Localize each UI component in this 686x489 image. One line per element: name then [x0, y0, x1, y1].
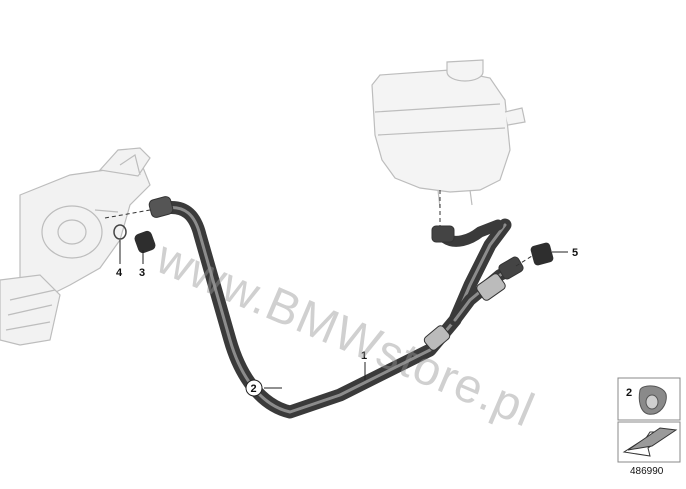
callout-3: 3 — [139, 267, 145, 279]
legend-clamp-label: 2 — [626, 387, 632, 399]
engine-block — [0, 147, 151, 346]
clamp-icon — [638, 385, 667, 415]
callout-2: 2 — [251, 383, 257, 395]
arrow-icon — [622, 427, 678, 457]
callout-2-circle — [245, 379, 263, 397]
callout-4: 4 — [116, 267, 123, 279]
plug-part-5 — [530, 242, 554, 266]
hose-connectors — [148, 196, 524, 351]
assembly-lines — [104, 190, 533, 267]
diagram-number: 486990 — [630, 466, 664, 477]
callout-5: 5 — [572, 247, 578, 259]
expansion-tank — [371, 59, 526, 209]
callout-1: 1 — [361, 350, 367, 362]
cap-part-3 — [134, 230, 156, 254]
leader-lines — [119, 240, 568, 389]
seal-ring-part-4 — [113, 224, 127, 240]
